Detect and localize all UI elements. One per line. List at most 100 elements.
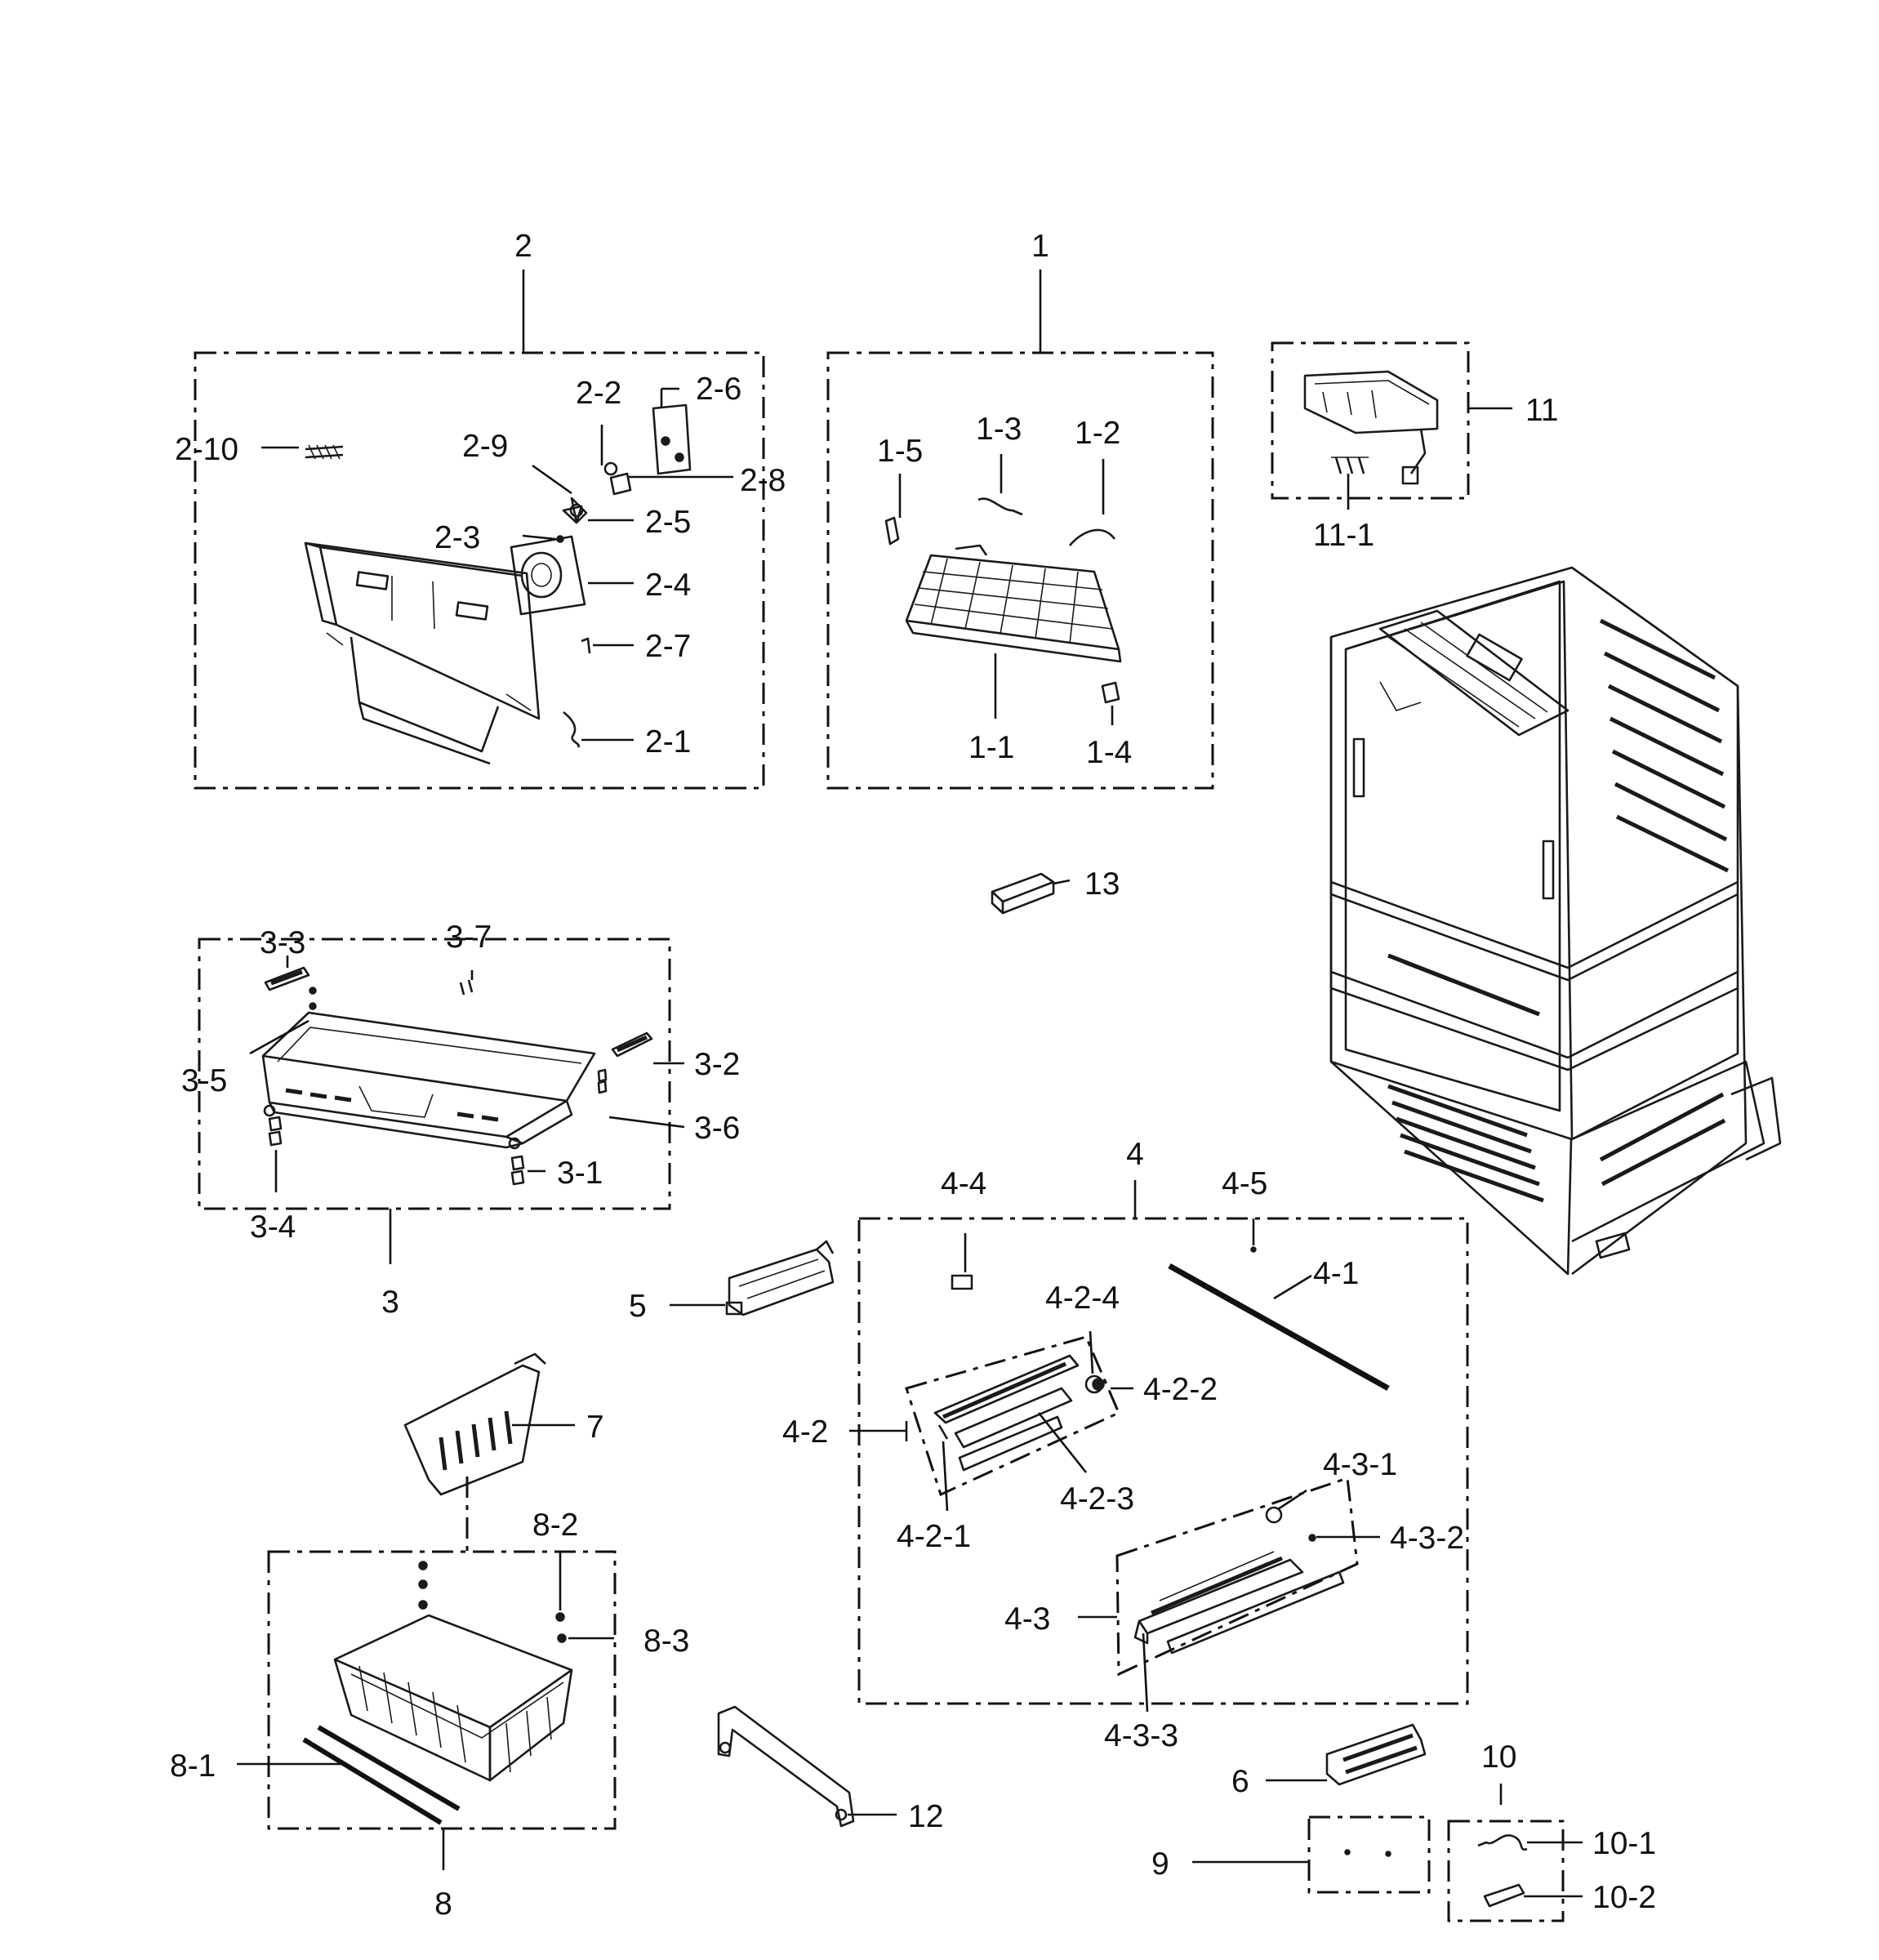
ice-maker-11-part <box>1303 370 1439 485</box>
group-4-2-box <box>905 1335 1120 1497</box>
part-10-2 <box>1483 1883 1525 1908</box>
part-9-box <box>1307 1815 1431 1894</box>
rail-3-3-part <box>264 966 310 991</box>
group-2-box <box>194 351 765 790</box>
callout-2-4: 2-4 <box>645 568 691 603</box>
callout-4-2-1: 4-2-1 <box>897 1519 971 1554</box>
group-4-box <box>857 1217 1469 1705</box>
screw-8-3-part <box>557 1633 567 1643</box>
evaporator-cover-part <box>304 541 541 765</box>
callout-8-1: 8-1 <box>170 1748 216 1784</box>
callout-13: 13 <box>1084 866 1120 902</box>
callout-3-4: 3-4 <box>250 1209 296 1245</box>
callout-2-8: 2-8 <box>740 463 786 498</box>
group-4-3-box <box>1115 1476 1359 1677</box>
callout-1-1: 1-1 <box>968 730 1014 765</box>
screw-2-3-part <box>556 535 564 543</box>
group-3-box <box>198 938 671 1210</box>
callout-4-2: 4-2 <box>782 1414 828 1450</box>
callout-3-2: 3-2 <box>694 1047 740 1082</box>
callout-4-3-1: 4-3-1 <box>1323 1447 1397 1482</box>
stopper-3-6-part <box>597 1068 608 1094</box>
group-10-assembly <box>1447 1784 1565 1922</box>
group-1-assembly <box>826 270 1214 790</box>
callout-4-2-2: 4-2-2 <box>1143 1372 1218 1407</box>
callout-6: 6 <box>1231 1764 1249 1799</box>
callout-4-3-3: 4-3-3 <box>1104 1718 1178 1753</box>
fuse-1-5-part <box>884 516 900 546</box>
group-11-box <box>1271 341 1470 500</box>
callout-4: 4 <box>1126 1137 1144 1172</box>
harness-10-1-part <box>1477 1834 1528 1851</box>
callout-4-4: 4-4 <box>941 1166 986 1201</box>
screw-2-7-part <box>581 637 591 654</box>
callout-4-2-3: 4-2-3 <box>1060 1481 1134 1517</box>
callout-1-5: 1-5 <box>877 434 923 469</box>
callout-2-5: 2-5 <box>645 505 691 540</box>
callout-labels: 2 1 2-10 2-2 2-6 2-9 2-8 2-3 2-5 2-4 2-7… <box>170 229 1656 1922</box>
part-13 <box>991 872 1055 915</box>
evaporator-part <box>905 544 1122 663</box>
screws-11-1-part <box>1331 457 1369 474</box>
callout-10-2: 10-2 <box>1592 1880 1656 1915</box>
part-5 <box>725 1240 835 1316</box>
callout-2-6: 2-6 <box>696 372 741 407</box>
group-8-assembly <box>267 1550 617 1870</box>
part-4-3-1 <box>1265 1506 1283 1524</box>
drawer-part <box>261 1011 596 1150</box>
callout-3-6: 3-6 <box>694 1111 740 1146</box>
part-6 <box>1325 1723 1427 1786</box>
part-12-handle <box>717 1705 855 1828</box>
callout-1-4: 1-4 <box>1086 735 1132 770</box>
callout-4-1: 4-1 <box>1313 1256 1359 1291</box>
sensor-1-4-part <box>1101 681 1120 704</box>
callout-2-7: 2-7 <box>645 629 691 664</box>
callout-2-10: 2-10 <box>175 432 238 467</box>
callout-12: 12 <box>908 1799 943 1834</box>
callout-8-2: 8-2 <box>532 1508 578 1543</box>
callout-2-1: 2-1 <box>645 724 691 760</box>
part-4-3-2 <box>1308 1534 1316 1542</box>
callout-1-3: 1-3 <box>976 412 1022 447</box>
rail-8-1-part <box>302 1737 443 1825</box>
callout-3-3: 3-3 <box>260 925 305 960</box>
harness-1-3-part <box>977 497 1023 516</box>
motor-bracket-part <box>603 403 692 496</box>
harness-1-2-part <box>1069 528 1116 546</box>
screw-8-2-part <box>555 1612 565 1622</box>
callout-2-9: 2-9 <box>462 429 508 464</box>
callout-7: 7 <box>586 1410 604 1445</box>
fan-motor-part <box>510 535 586 616</box>
group-2-assembly <box>194 270 765 790</box>
callout-1: 1 <box>1031 229 1049 264</box>
fan-blade-part <box>562 497 588 524</box>
callout-4-5: 4-5 <box>1222 1166 1267 1201</box>
group-8-box <box>267 1550 617 1830</box>
screw-3-5-part <box>309 987 317 995</box>
callout-2-2: 2-2 <box>576 376 621 411</box>
callout-8-3: 8-3 <box>643 1624 689 1659</box>
callout-5: 5 <box>629 1289 647 1324</box>
callout-8: 8 <box>434 1886 452 1922</box>
roller-3-1-part <box>510 1155 525 1186</box>
heater-clip-2-10-part <box>305 444 344 460</box>
part-4-4 <box>951 1274 973 1290</box>
callout-11: 11 <box>1525 393 1559 428</box>
callout-4-3: 4-3 <box>1004 1601 1050 1637</box>
refrigerator-cabinet-part <box>1329 566 1782 1276</box>
group-4-assembly <box>857 1180 1469 1705</box>
callout-11-1: 11-1 <box>1313 518 1374 553</box>
callout-1-2: 1-2 <box>1075 416 1120 451</box>
group-10-box <box>1447 1820 1565 1922</box>
rail-3-2-part <box>611 1031 653 1058</box>
callout-3: 3 <box>381 1285 399 1320</box>
callout-3-7: 3-7 <box>446 920 492 955</box>
group-1-box <box>826 351 1214 790</box>
group-11-assembly <box>1271 341 1470 500</box>
callout-10-1: 10-1 <box>1592 1826 1656 1861</box>
callout-4-3-2: 4-3-2 <box>1390 1521 1464 1556</box>
screw-3-7-part <box>459 979 474 996</box>
callout-3-5: 3-5 <box>181 1063 227 1098</box>
rail-4-2-part <box>933 1354 1080 1472</box>
